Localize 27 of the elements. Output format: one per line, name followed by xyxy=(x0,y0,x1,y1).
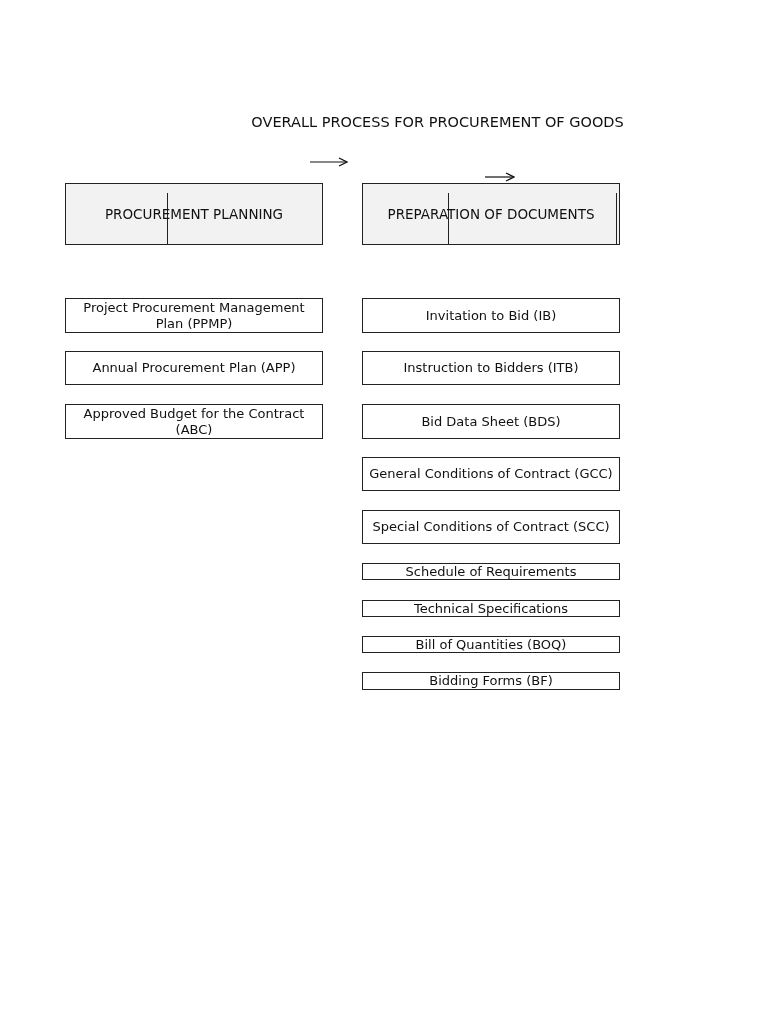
document-box xyxy=(362,563,620,580)
document-label: General Conditions of Contract (GCC) xyxy=(368,466,614,482)
document-label: Project Procurement Management Plan (PPMP) xyxy=(82,299,306,332)
document-box xyxy=(362,672,620,690)
document-box xyxy=(362,457,620,491)
document-label: Bill of Quantities (BOQ) xyxy=(414,636,568,653)
document-box xyxy=(362,600,620,617)
document-label: Bid Data Sheet (BDS) xyxy=(420,413,562,430)
document-label: Approved Budget for the Contract (ABC) xyxy=(82,405,306,438)
document-label: Schedule of Requirements xyxy=(404,563,578,580)
document-box xyxy=(65,351,323,385)
document-label: Bidding Forms (BF) xyxy=(428,673,554,689)
document-label: Special Conditions of Contract (SCC) xyxy=(371,519,611,535)
document-label: Technical Specifications xyxy=(412,600,570,617)
document-box xyxy=(362,510,620,544)
stage-header-box xyxy=(65,183,323,245)
document-label: Annual Procurement Plan (APP) xyxy=(91,360,297,376)
document-label: Instruction to Bidders (ITB) xyxy=(402,360,580,376)
document-box xyxy=(362,351,620,385)
stage-header-box xyxy=(362,183,620,245)
diagram-title: OVERALL PROCESS FOR PROCUREMENT OF GOODS xyxy=(250,114,625,130)
document-label: Invitation to Bid (IB) xyxy=(424,307,558,324)
document-box xyxy=(65,298,323,333)
document-box xyxy=(362,636,620,653)
document-box xyxy=(362,404,620,439)
document-box xyxy=(65,404,323,439)
document-box xyxy=(362,298,620,333)
